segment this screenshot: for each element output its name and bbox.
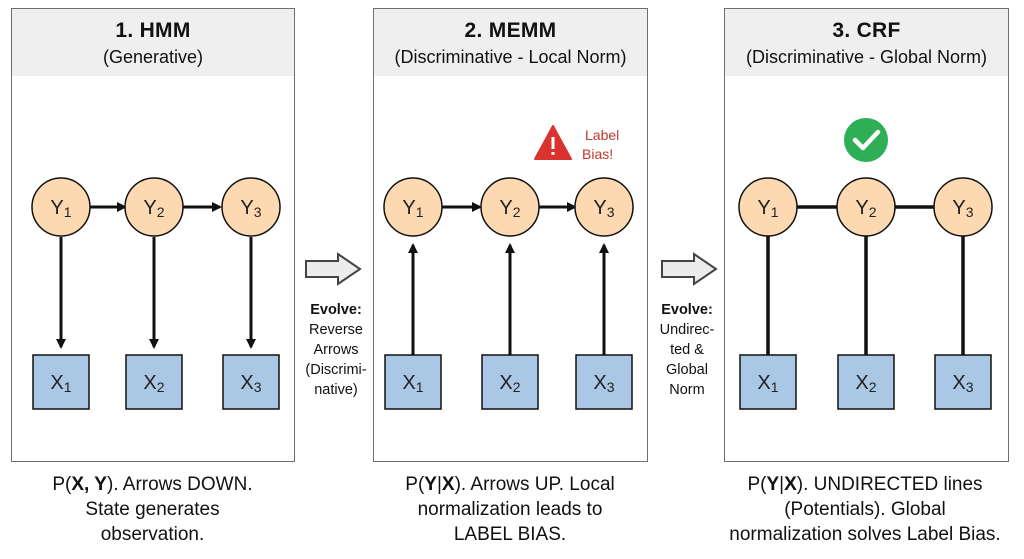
memm-node-y2: Y2 xyxy=(480,177,540,237)
memm-caption-line1: P(Y|X). Arrows UP. Local xyxy=(405,474,615,495)
evolve-1-line: native) xyxy=(314,382,358,398)
crf-node-x1: X1 xyxy=(739,354,797,410)
crf-caption-line1: P(Y|X). UNDIRECTED lines xyxy=(747,474,983,495)
memm-node-x2: X2 xyxy=(481,354,539,410)
evolve-2-line: Global xyxy=(666,362,708,378)
memm-node-y3: Y3 xyxy=(574,177,634,237)
memm-panel: 2. MEMM (Discriminative - Local Norm) La… xyxy=(373,8,648,462)
crf-node-y1: Y1 xyxy=(738,177,798,237)
svg-text:X1: X1 xyxy=(50,372,71,395)
hmm-subtitle: (Generative) xyxy=(102,47,204,67)
svg-text:Y1: Y1 xyxy=(757,197,778,220)
hmm-node-y2: Y2 xyxy=(124,177,184,237)
crf-node-y2: Y2 xyxy=(836,177,896,237)
crf-node-x2: X2 xyxy=(837,354,895,410)
evolve-arrow-2-icon xyxy=(661,252,718,286)
hmm-node-y1: Y1 xyxy=(31,177,91,237)
evolve-note-2: Evolve: Undirec- ted & Global Norm xyxy=(652,300,722,400)
evolve-arrow-1-icon xyxy=(305,252,362,286)
hmm-title: 1. HMM xyxy=(115,19,191,42)
evolve-1-line: (Discrimi- xyxy=(305,362,367,378)
crf-caption: P(Y|X). UNDIRECTED lines (Potentials). G… xyxy=(708,472,1022,547)
svg-text:X3: X3 xyxy=(952,372,973,395)
svg-text:X2: X2 xyxy=(855,372,876,395)
crf-subtitle: (Discriminative - Global Norm) xyxy=(745,47,988,67)
evolve-1-heading: Evolve: xyxy=(310,302,362,318)
crf-panel: 3. CRF (Discriminative - Global Norm) Y1… xyxy=(724,8,1009,462)
hmm-node-x3: X3 xyxy=(222,354,280,410)
crf-header: 3. CRF (Discriminative - Global Norm) xyxy=(725,9,1008,76)
memm-caption-line3: LABEL BIAS. xyxy=(453,524,567,545)
svg-text:Y3: Y3 xyxy=(240,197,261,220)
svg-text:Y1: Y1 xyxy=(50,197,71,220)
svg-text:Y1: Y1 xyxy=(402,197,423,220)
crf-graph: Y1 Y2 Y3 X1 X2 X3 xyxy=(738,118,993,410)
svg-text:X2: X2 xyxy=(143,372,164,395)
hmm-caption-line2: State generates xyxy=(85,499,220,520)
label-bias-warning: Label Bias! xyxy=(534,125,619,162)
evolve-2-line: ted & xyxy=(670,342,704,358)
evolve-1-line: Reverse xyxy=(309,322,363,338)
svg-text:X1: X1 xyxy=(402,372,423,395)
memm-node-x3: X3 xyxy=(575,354,633,410)
svg-text:X3: X3 xyxy=(240,372,261,395)
evolve-2-line: Norm xyxy=(669,382,705,398)
hmm-node-y3: Y3 xyxy=(221,177,281,237)
svg-text:Y3: Y3 xyxy=(593,197,614,220)
memm-header: 2. MEMM (Discriminative - Local Norm) xyxy=(374,9,647,76)
memm-node-x1: X1 xyxy=(384,354,442,410)
svg-text:Y3: Y3 xyxy=(952,197,973,220)
svg-text:Y2: Y2 xyxy=(143,197,164,220)
hmm-caption: P(X, Y). Arrows DOWN. State generates ob… xyxy=(0,472,305,547)
svg-text:X3: X3 xyxy=(593,372,614,395)
svg-text:X1: X1 xyxy=(757,372,778,395)
memm-caption: P(Y|X). Arrows UP. Local normalization l… xyxy=(365,472,655,547)
label-bias-line2: Bias! xyxy=(582,146,613,162)
crf-node-x3: X3 xyxy=(934,354,992,410)
evolve-2-line: Undirec- xyxy=(659,322,715,338)
evolve-note-1: Evolve: Reverse Arrows (Discrimi- native… xyxy=(297,300,375,400)
evolve-2-heading: Evolve: xyxy=(661,302,713,318)
crf-caption-line3: normalization solves Label Bias. xyxy=(729,524,1001,545)
memm-subtitle: (Discriminative - Local Norm) xyxy=(394,47,627,67)
hmm-caption-line3: observation. xyxy=(100,524,205,545)
svg-text:Y2: Y2 xyxy=(499,197,520,220)
label-bias-line1: Label xyxy=(585,127,619,143)
hmm-node-x1: X1 xyxy=(32,354,90,410)
memm-title: 2. MEMM xyxy=(464,19,557,42)
evolve-1-line: Arrows xyxy=(313,342,359,358)
hmm-caption-line1: P(X, Y). Arrows DOWN. xyxy=(52,474,253,495)
check-circle-icon xyxy=(844,118,888,162)
hmm-graph: Y1 Y2 Y3 X1 X2 X3 xyxy=(31,177,281,410)
memm-graph: Label Bias! Y1 Y2 Y3 X1 X2 xyxy=(383,125,634,410)
hmm-node-x2: X2 xyxy=(125,354,183,410)
memm-caption-line2: normalization leads to xyxy=(417,499,603,520)
memm-node-y1: Y1 xyxy=(383,177,443,237)
crf-node-y3: Y3 xyxy=(933,177,993,237)
svg-text:X2: X2 xyxy=(499,372,520,395)
hmm-panel: 1. HMM (Generative) Y1 Y2 Y3 xyxy=(11,8,295,462)
crf-title: 3. CRF xyxy=(832,19,901,42)
hmm-header: 1. HMM (Generative) xyxy=(12,9,294,76)
svg-text:Y2: Y2 xyxy=(855,197,876,220)
crf-caption-line2: (Potentials). Global xyxy=(784,499,946,520)
